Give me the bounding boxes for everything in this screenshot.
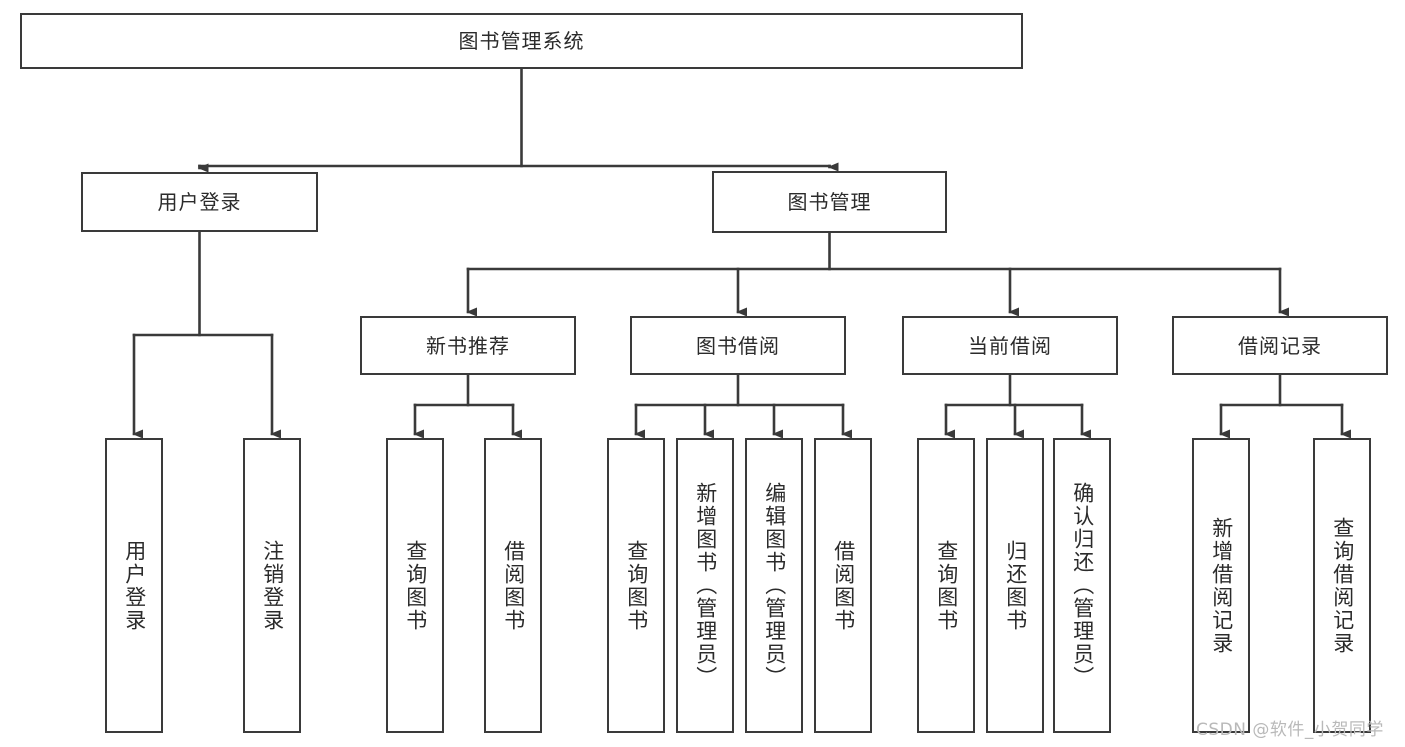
node-label-book-manage: 图书管理 bbox=[787, 190, 872, 214]
node-label-add-book-admin: 新增图书（管理员） bbox=[693, 482, 718, 689]
node-book-manage: 图书管理 bbox=[712, 171, 947, 233]
node-label-user-login: 用户登录 bbox=[157, 190, 242, 214]
node-label-query-borrow-record: 查询借阅记录 bbox=[1330, 516, 1355, 655]
node-user-login-do: 用户登录 bbox=[105, 438, 163, 733]
node-label-borrow-book-2: 借阅图书 bbox=[831, 539, 856, 632]
node-label-book-borrow: 图书借阅 bbox=[696, 333, 780, 358]
csdn-watermark: CSDN @软件_小贺同学 bbox=[1196, 720, 1384, 740]
node-label-root: 图书管理系统 bbox=[458, 29, 585, 53]
node-label-query-book-3: 查询图书 bbox=[934, 539, 959, 632]
node-book-borrow: 图书借阅 bbox=[630, 316, 846, 375]
node-label-current-borrow: 当前借阅 bbox=[968, 333, 1052, 358]
node-label-return-book: 归还图书 bbox=[1003, 539, 1028, 632]
node-return-book: 归还图书 bbox=[986, 438, 1044, 733]
node-label-user-login-do: 用户登录 bbox=[122, 539, 147, 632]
node-root: 图书管理系统 bbox=[20, 13, 1023, 69]
node-query-book-2: 查询图书 bbox=[607, 438, 665, 733]
node-label-user-logout: 注销登录 bbox=[260, 539, 285, 632]
node-query-borrow-record: 查询借阅记录 bbox=[1313, 438, 1371, 733]
node-confirm-return-admin: 确认归还（管理员） bbox=[1053, 438, 1111, 733]
node-query-book-3: 查询图书 bbox=[917, 438, 975, 733]
node-label-borrow-book-1: 借阅图书 bbox=[501, 539, 526, 632]
node-query-book-1: 查询图书 bbox=[386, 438, 444, 733]
node-label-borrow-record: 借阅记录 bbox=[1238, 333, 1322, 358]
node-user-logout: 注销登录 bbox=[243, 438, 301, 733]
node-user-login: 用户登录 bbox=[81, 172, 318, 232]
node-label-edit-book-admin: 编辑图书（管理员） bbox=[762, 482, 787, 689]
node-borrow-book-2: 借阅图书 bbox=[814, 438, 872, 733]
node-label-add-borrow-record: 新增借阅记录 bbox=[1209, 516, 1234, 655]
node-new-book-recommend: 新书推荐 bbox=[360, 316, 576, 375]
node-borrow-record: 借阅记录 bbox=[1172, 316, 1388, 375]
node-label-query-book-1: 查询图书 bbox=[403, 539, 428, 632]
node-borrow-book-1: 借阅图书 bbox=[484, 438, 542, 733]
node-current-borrow: 当前借阅 bbox=[902, 316, 1118, 375]
node-label-confirm-return-admin: 确认归还（管理员） bbox=[1070, 482, 1095, 689]
node-edit-book-admin: 编辑图书（管理员） bbox=[745, 438, 803, 733]
node-add-book-admin: 新增图书（管理员） bbox=[676, 438, 734, 733]
node-label-new-book-recommend: 新书推荐 bbox=[426, 333, 510, 358]
node-label-query-book-2: 查询图书 bbox=[624, 539, 649, 632]
node-add-borrow-record: 新增借阅记录 bbox=[1192, 438, 1250, 733]
